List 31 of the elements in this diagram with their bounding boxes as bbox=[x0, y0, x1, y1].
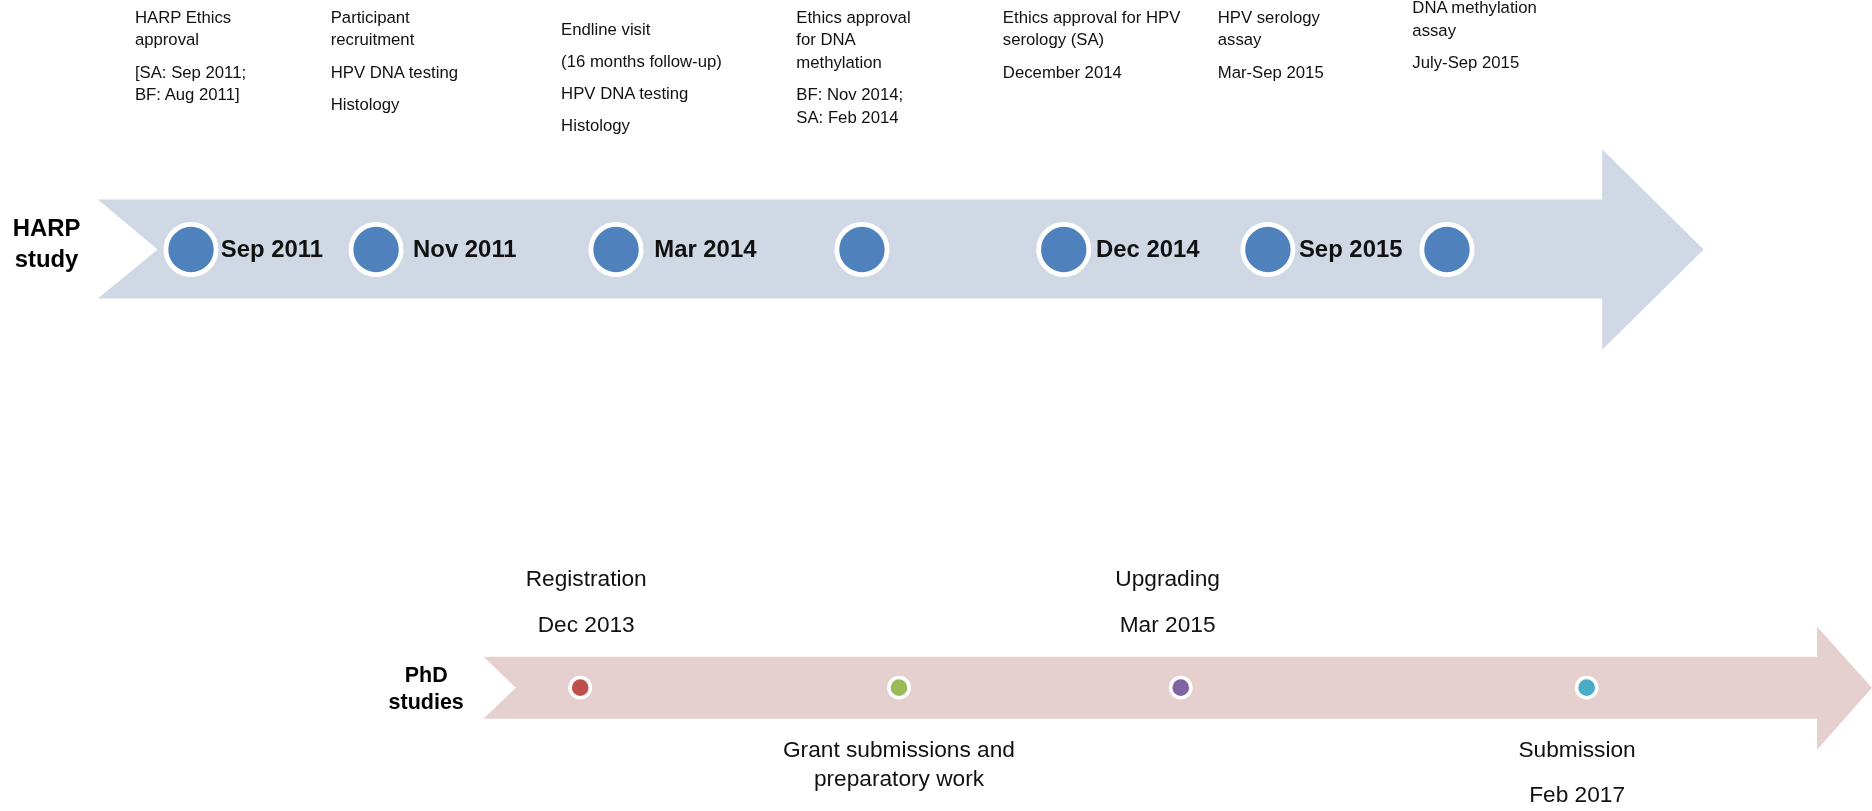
milestone-date: Nov 2011 bbox=[413, 235, 517, 263]
milestone-date: Sep 2015 bbox=[1298, 235, 1403, 263]
milestone-note: Ethics approval for HPV serology (SA) bbox=[1002, 6, 1182, 51]
milestone-note: Histology bbox=[330, 93, 401, 116]
milestone-note: BF: Nov 2014; SA: Feb 2014 bbox=[796, 83, 905, 129]
milestone-note: HPV DNA testing bbox=[330, 61, 459, 84]
milestone-note: HPV serology assay bbox=[1217, 6, 1321, 51]
row-label: HARP study bbox=[11, 213, 82, 275]
milestone-note: Participant recruitment bbox=[330, 6, 416, 51]
milestone-note: Dec 2013 bbox=[536, 610, 636, 639]
milestone-note: Endline visit bbox=[561, 18, 652, 41]
milestone-note: Feb 2017 bbox=[1528, 781, 1627, 810]
milestone-note: Registration bbox=[524, 564, 648, 593]
milestone-note: Mar-Sep 2015 bbox=[1217, 61, 1325, 84]
milestone-note: July-Sep 2015 bbox=[1412, 51, 1521, 74]
row-label: PhD studies bbox=[387, 661, 465, 717]
milestone-note: HPV DNA testing bbox=[561, 82, 690, 105]
milestone-note: DNA methylation assay bbox=[1412, 0, 1538, 42]
milestone-date: Mar 2014 bbox=[654, 235, 757, 263]
milestone-date: Sep 2011 bbox=[220, 235, 324, 263]
milestone-note: Grant submissions and preparatory work bbox=[782, 735, 1016, 793]
milestone-note: [SA: Sep 2011; BF: Aug 2011] bbox=[134, 61, 248, 106]
milestone-note: December 2014 bbox=[1002, 61, 1123, 84]
milestone-date: Dec 2014 bbox=[1096, 235, 1200, 263]
milestone-note: Ethics approval for DNA methylation bbox=[796, 6, 912, 74]
milestone-note: Submission bbox=[1517, 735, 1637, 764]
milestone-note: Upgrading bbox=[1114, 564, 1221, 593]
milestone-note: Mar 2015 bbox=[1118, 610, 1217, 639]
milestone-note: HARP Ethics approval bbox=[134, 6, 233, 51]
milestone-note: (16 months follow-up) bbox=[561, 50, 723, 73]
milestone-note: Histology bbox=[561, 114, 631, 137]
